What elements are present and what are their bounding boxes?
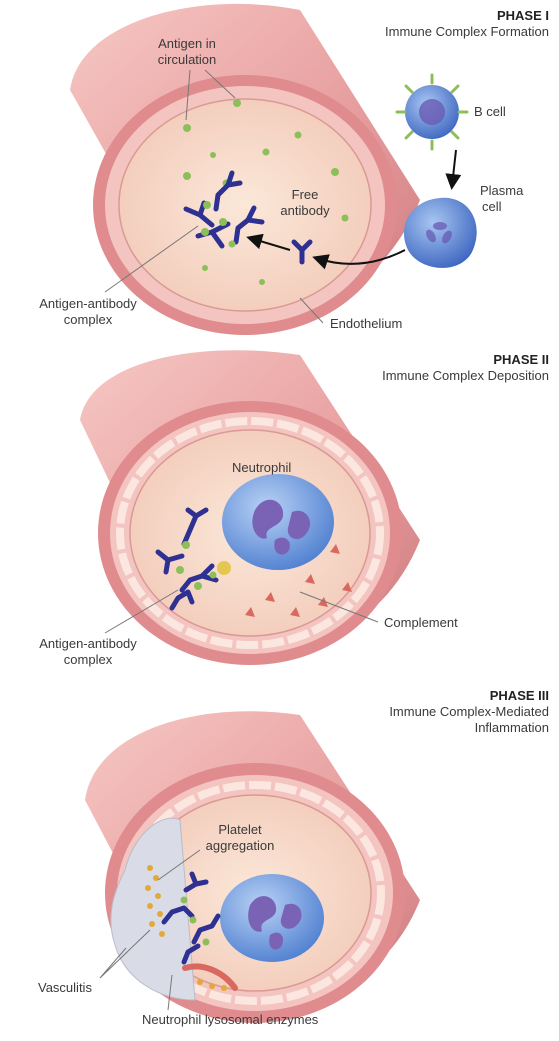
phase2-neutrophil [222,474,334,570]
neutrophil-label: Neutrophil [232,460,291,476]
b-cell-label: B cell [474,104,506,120]
phase2-complex-label-line2: complex [8,652,168,668]
plasma-cell-shape [404,198,477,268]
phase1-label: PHASE I [497,8,549,24]
phase2-label: PHASE II [493,352,549,368]
phase1-vessel [70,4,456,335]
phase3-neutrophil [220,874,324,962]
phase2-vessel [80,350,420,665]
complement-label: Complement [384,615,458,631]
free-antibody-label-line1: Free [275,187,335,203]
phase1-complex-label-line2: complex [8,312,168,328]
platelet-label-line2: aggregation [190,838,290,854]
endothelium-label: Endothelium [330,316,402,332]
vasculitis-label: Vasculitis [38,980,92,996]
phase2-complex-label-line1: Antigen-antibody [8,636,168,652]
enzymes-label: Neutrophil lysosomal enzymes [142,1012,318,1028]
phase1-arrow-bcell-to-plasma [452,150,456,186]
phase3-label: PHASE III [490,688,549,704]
phase3-title-line2: Inflammation [475,720,549,736]
phase3-title-line1: Immune Complex-Mediated [389,704,549,720]
free-antibody-label-line2: antibody [268,203,342,219]
b-cell-shape [397,75,467,149]
phase2-title: Immune Complex Deposition [382,368,549,384]
platelet-label-line1: Platelet [190,822,290,838]
antigen-label-line1: Antigen in [132,36,242,52]
plasma-cell-label-line2: cell [482,199,502,215]
phase3-vessel [85,711,420,1023]
plasma-cell-label-line1: Plasma [480,183,523,199]
phase1-title: Immune Complex Formation [385,24,549,40]
antigen-label-line2: circulation [132,52,242,68]
phase2-complement-bound [217,561,231,575]
phase1-complex-label-line1: Antigen-antibody [8,296,168,312]
